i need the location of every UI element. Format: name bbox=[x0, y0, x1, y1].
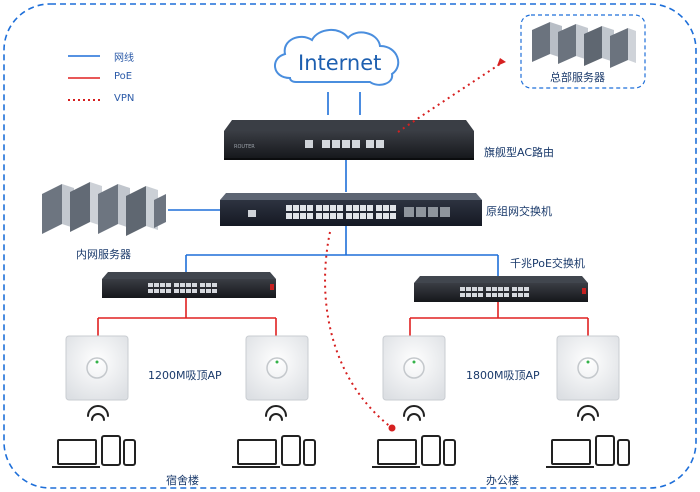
core-switch-label: 原组网交换机 bbox=[486, 205, 552, 218]
ap-left-1 bbox=[65, 335, 129, 401]
outer-border bbox=[3, 3, 697, 489]
internet-label: Internet bbox=[298, 51, 381, 75]
client-devices-right-2 bbox=[546, 435, 630, 468]
hq-server-label: 总部服务器 bbox=[550, 71, 605, 84]
building-right-label: 办公楼 bbox=[486, 474, 519, 487]
ap-left-label: 1200M吸顶AP bbox=[148, 369, 222, 382]
intranet-server-icon bbox=[42, 182, 166, 236]
internet-cloud: Internet bbox=[274, 29, 400, 86]
ap-right-2 bbox=[556, 335, 620, 401]
core-switch-device bbox=[220, 193, 482, 226]
wifi-icon bbox=[87, 405, 599, 421]
legend-wired-label: 网线 bbox=[114, 53, 134, 64]
legend bbox=[68, 55, 100, 101]
poe-switch-label: 千兆PoE交换机 bbox=[510, 257, 585, 270]
client-devices-left-1 bbox=[52, 435, 136, 468]
ap-right-1 bbox=[382, 335, 446, 401]
ac-router-device: ROUTER bbox=[224, 120, 474, 160]
legend-poe-label: PoE bbox=[114, 71, 133, 82]
ap-right-label: 1800M吸顶AP bbox=[466, 369, 540, 382]
hq-server-icon bbox=[532, 22, 636, 68]
vpn-link-remote-client bbox=[324, 231, 393, 429]
building-left-label: 宿舍楼 bbox=[166, 474, 199, 487]
hq-server-box bbox=[520, 14, 646, 89]
svg-text:ROUTER: ROUTER bbox=[234, 144, 255, 150]
ac-router-label: 旗舰型AC路由 bbox=[484, 146, 555, 159]
client-devices-right-1 bbox=[372, 435, 456, 468]
intranet-server-label: 内网服务器 bbox=[76, 248, 131, 261]
poe-switch-right-device bbox=[414, 276, 588, 302]
legend-vpn-label: VPN bbox=[114, 93, 135, 104]
ap-left-2 bbox=[245, 335, 309, 401]
client-devices-left-2 bbox=[232, 435, 316, 468]
poe-switch-left-device bbox=[102, 272, 276, 298]
vpn-link-router-to-hq bbox=[397, 63, 501, 133]
